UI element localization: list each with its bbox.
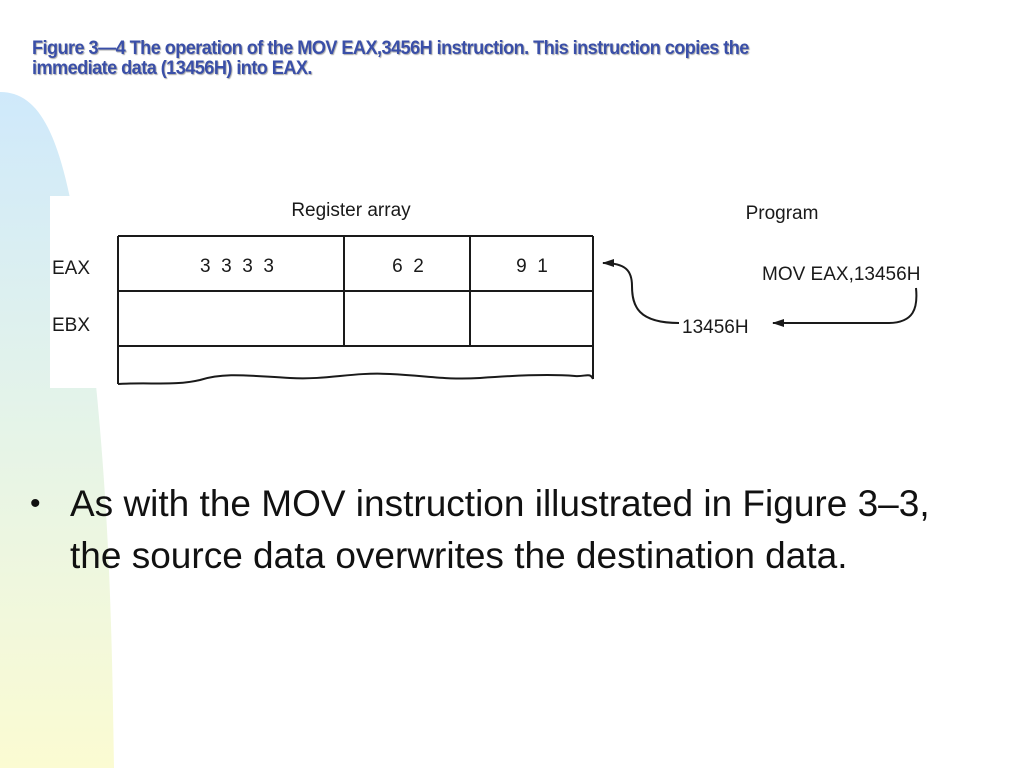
figure-panel: Register array Program EAX EBX 3 3 3 3 6…: [50, 196, 980, 388]
instruction-to-data-arrow: [772, 287, 918, 327]
data-to-eax-arrow: [602, 259, 680, 324]
table-torn-edge: [117, 372, 594, 385]
register-name-eax: EAX: [52, 258, 90, 279]
bullet-text: As with the MOV instruction illustrated …: [70, 483, 930, 576]
register-name-ebx: EBX: [52, 315, 90, 336]
eax-cell-byte-0: 9 1: [516, 256, 548, 277]
program-label: Program: [746, 203, 819, 224]
bullet-point: • As with the MOV instruction illustrate…: [30, 478, 950, 582]
immediate-data-value: 13456H: [682, 317, 749, 338]
figure-caption-line-2: immediate data (13456H) into EAX.: [32, 57, 312, 79]
register-array-label: Register array: [291, 200, 411, 221]
eax-cell-high-word: 3 3 3 3: [200, 256, 274, 277]
program-instruction: MOV EAX,13456H: [762, 264, 920, 285]
bullet-icon: •: [30, 487, 41, 520]
figure-caption: Figure 3—4 The operation of the MOV EAX,…: [32, 38, 906, 78]
mov-diagram: Register array Program EAX EBX 3 3 3 3 6…: [52, 200, 920, 385]
register-table: [117, 235, 594, 385]
figure-caption-line-1: Figure 3—4 The operation of the MOV EAX,…: [32, 37, 749, 59]
eax-cell-byte-1: 6 2: [392, 256, 424, 277]
